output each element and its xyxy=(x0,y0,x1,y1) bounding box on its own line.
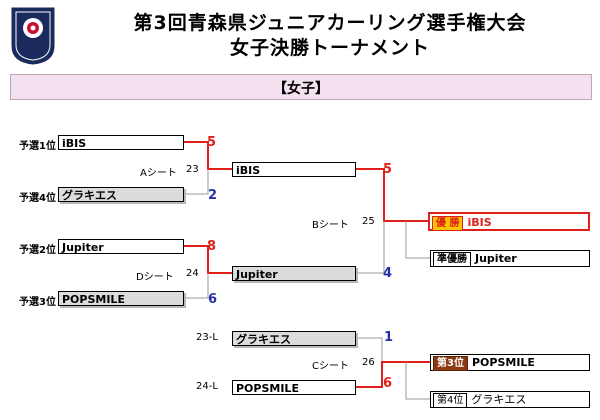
third-game-team-gracies: グラキエス xyxy=(232,331,356,346)
seed-label: 予選4位 xyxy=(19,193,56,204)
sheet-label: Cシート xyxy=(312,361,349,372)
third-place-team: POPSMILE xyxy=(471,356,535,369)
score: 2 xyxy=(208,188,218,203)
score: 1 xyxy=(384,330,394,345)
seed-label: 予選3位 xyxy=(19,297,56,308)
sheet-label: Aシート xyxy=(140,168,177,179)
game-number: 24 xyxy=(186,268,199,279)
fourth-place-team: グラキエス xyxy=(471,393,527,406)
runner-up-team: Jupiter xyxy=(475,252,517,265)
team-box-gracies: グラキエス xyxy=(58,187,184,202)
score: 4 xyxy=(383,266,393,281)
runner-up-box: 準優勝 Jupiter xyxy=(430,250,590,267)
curling-club-crest-icon xyxy=(10,6,56,66)
fourth-place-box: 第4位グラキエス xyxy=(430,391,590,408)
team-box-popsmile: POPSMILE xyxy=(58,291,184,306)
line-popsmile-loss xyxy=(184,273,209,299)
third-game-team-popsmile: POPSMILE xyxy=(232,380,356,395)
seed-label: 予選2位 xyxy=(19,245,56,256)
line-jupiter-win xyxy=(184,245,232,274)
loser-label: 24-L xyxy=(196,381,218,392)
team-box-ibis: iBIS xyxy=(58,135,184,150)
loser-label: 23-L xyxy=(196,332,218,343)
game-number: 23 xyxy=(186,164,199,175)
game-number: 26 xyxy=(362,357,375,368)
sheet-label: Dシート xyxy=(136,272,174,283)
line-fourth xyxy=(405,362,430,400)
seed-label: 予選1位 xyxy=(19,141,56,152)
line-final-loss xyxy=(356,221,385,274)
champion-team: iBIS xyxy=(467,216,492,229)
score: 5 xyxy=(207,135,217,150)
line-third-loss xyxy=(356,337,383,362)
score: 8 xyxy=(207,239,217,254)
sheet-label: Bシート xyxy=(312,220,349,231)
bracket-subtitle: 女子決勝トーナメント xyxy=(229,37,430,59)
line-ibis-win xyxy=(184,141,232,170)
section-band: 【女子】 xyxy=(10,74,592,100)
final-team-jupiter: Jupiter xyxy=(232,266,356,281)
tournament-title: 第3回青森県ジュニアカーリング選手権大会 xyxy=(133,12,527,34)
score: 6 xyxy=(383,376,393,391)
line-runnerup xyxy=(405,221,430,259)
score: 6 xyxy=(208,292,218,307)
runner-up-rank: 準優勝 xyxy=(433,252,471,267)
team-box-jupiter: Jupiter xyxy=(58,239,184,254)
game-number: 25 xyxy=(362,216,375,227)
final-team-ibis: iBIS xyxy=(232,162,356,177)
score: 5 xyxy=(383,162,393,177)
third-place-rank: 第3位 xyxy=(433,356,468,371)
line-gracies-loss xyxy=(184,169,209,195)
fourth-place-rank: 第4位 xyxy=(433,393,468,408)
champion-rank: 優 勝 xyxy=(432,216,464,231)
section-label: 【女子】 xyxy=(273,81,329,97)
